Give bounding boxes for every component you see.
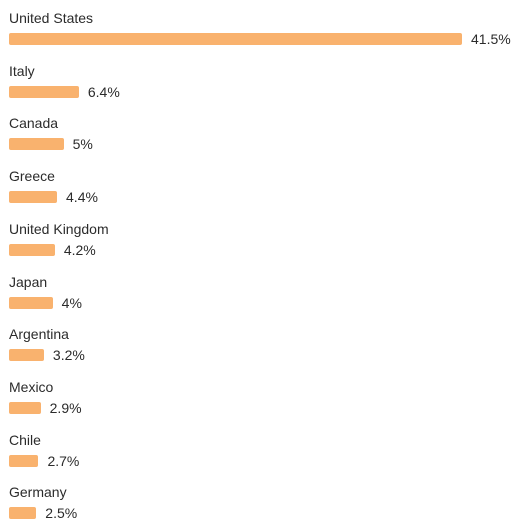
bar	[9, 349, 44, 362]
category-label: Argentina	[9, 326, 69, 343]
bar	[9, 454, 39, 467]
bar	[9, 507, 37, 520]
bar-row: United Kingdom 4.2%	[9, 220, 509, 260]
value-label: 4.4%	[66, 189, 98, 206]
value-label: 6.4%	[87, 83, 120, 100]
bar-row: Italy 6.4%	[9, 62, 509, 102]
value-label: 4.2%	[63, 241, 96, 258]
value-label: 5%	[72, 136, 93, 153]
bar-row: United States 41.5%	[9, 9, 511, 49]
category-label: Germany	[9, 484, 67, 501]
value-label: 4%	[61, 294, 82, 311]
category-label: Japan	[9, 273, 48, 290]
bar-row: Mexico 2.9%	[9, 378, 509, 418]
bar-row: Canada 5%	[9, 114, 509, 154]
bar-row: Germany 2.5%	[9, 483, 509, 523]
category-label: Greece	[9, 168, 55, 185]
bar	[9, 191, 58, 204]
bar	[9, 296, 53, 309]
bar	[9, 138, 64, 151]
bar	[9, 243, 55, 256]
bar-row: Greece 4.4%	[9, 167, 509, 207]
category-label: United States	[9, 10, 94, 26]
value-label: 2.5%	[45, 505, 78, 522]
bar-row: Japan 4%	[9, 273, 509, 313]
value-label: 3.2%	[52, 347, 85, 364]
bar	[9, 85, 79, 98]
value-label: 2.7%	[47, 452, 80, 469]
category-label: Canada	[9, 115, 59, 132]
category-label: Chile	[9, 431, 41, 448]
category-label: United Kingdom	[9, 220, 109, 237]
bar	[9, 401, 41, 414]
category-label: Mexico	[9, 378, 54, 395]
bar-row: Argentina 3.2%	[9, 325, 509, 365]
value-label: 41.5%	[471, 31, 511, 47]
category-label: Italy	[9, 62, 35, 79]
bar-row: Chile 2.7%	[9, 431, 509, 471]
value-label: 2.9%	[49, 399, 82, 416]
bar	[9, 33, 462, 45]
